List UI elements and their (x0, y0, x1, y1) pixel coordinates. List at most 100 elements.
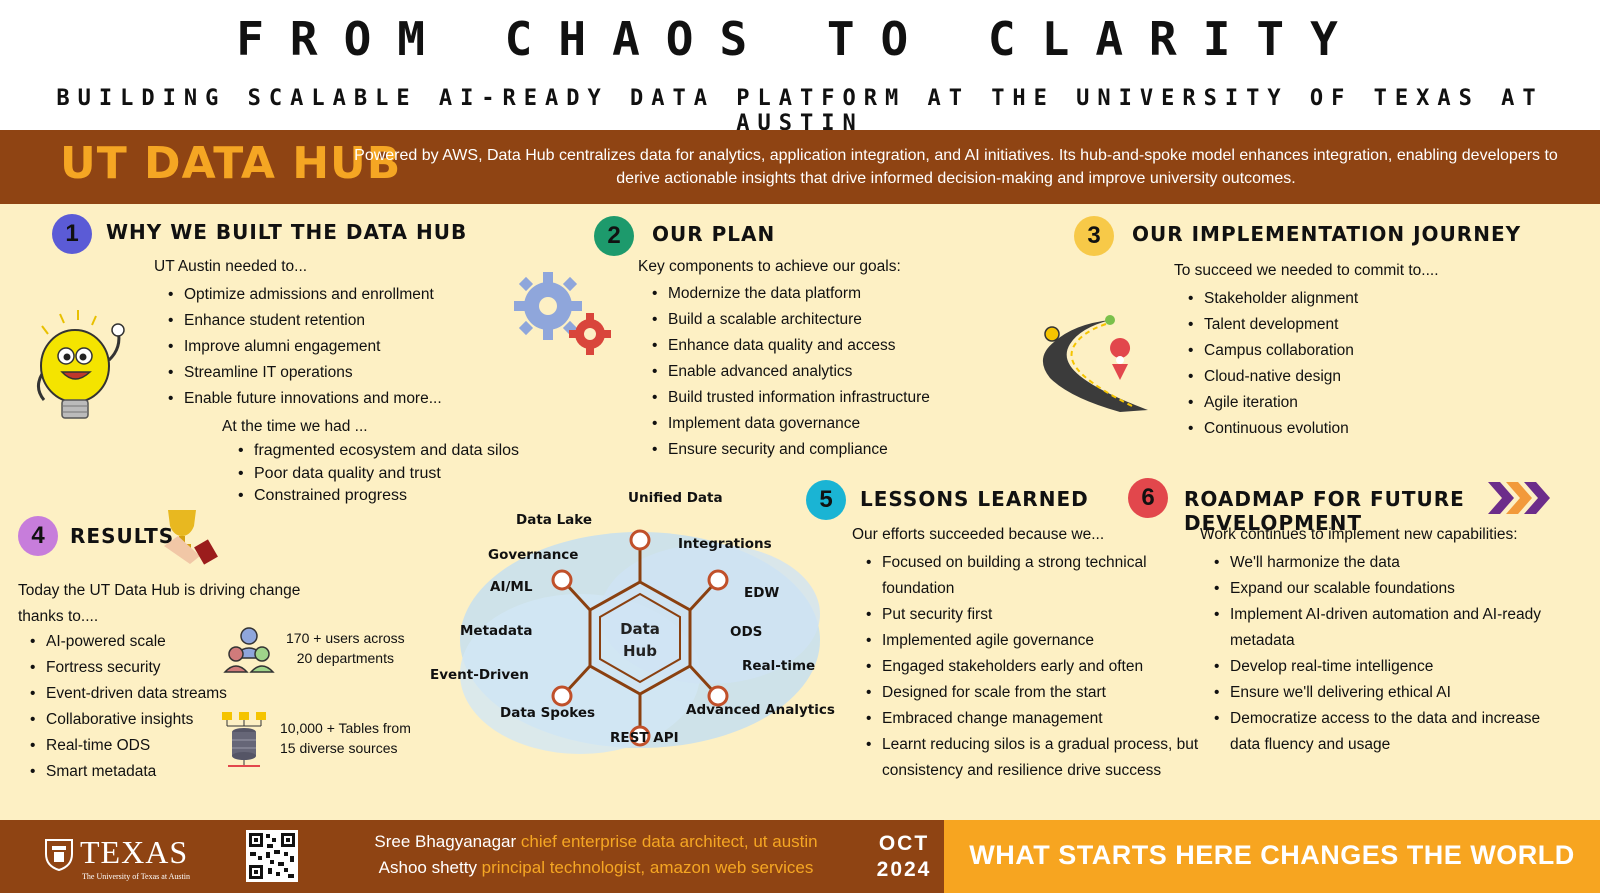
sub-title: BUILDING SCALABLE AI-READY DATA PLATFORM… (56, 86, 1544, 136)
list-item: Enhance data quality and access (652, 333, 930, 359)
main-title: FROM CHAOS TO CLARITY (236, 12, 1364, 66)
section-6-list: We'll harmonize the data Expand our scal… (1214, 550, 1554, 758)
section-6-number: 6 (1128, 478, 1168, 518)
hub-label-event: Event-Driven (430, 667, 529, 683)
hub-label-rest: REST API (610, 730, 679, 746)
hub-banner: UT DATA HUB Powered by AWS, Data Hub cen… (0, 130, 1600, 204)
date-year: 2024 (876, 858, 932, 881)
section-5-number: 5 (806, 480, 846, 520)
slogan: WHAT STARTS HERE CHANGES THE WORLD (969, 840, 1575, 870)
list-item: Develop real-time intelligence (1214, 654, 1554, 680)
list-item: Real-time ODS (30, 733, 227, 759)
header: FROM CHAOS TO CLARITY BUILDING SCALABLE … (0, 0, 1600, 136)
list-item: fragmented ecosystem and data silos (238, 440, 519, 463)
list-item: Implement AI-driven automation and AI-re… (1214, 602, 1554, 654)
tables-stat: 10,000 + Tables from 15 diverse sources (280, 720, 411, 756)
section-1-intro: UT Austin needed to... (154, 258, 308, 275)
section-3-intro: To succeed we needed to commit to.... (1174, 262, 1439, 279)
hub-title: UT DATA HUB (60, 138, 402, 189)
users-icon (223, 627, 275, 673)
list-item: Learnt reducing silos is a gradual proce… (866, 732, 1202, 784)
list-item: Focused on building a strong technical f… (866, 550, 1202, 602)
list-item: Talent development (1188, 312, 1358, 338)
hub-label-integrations: Integrations (678, 536, 772, 552)
list-item: AI-powered scale (30, 629, 227, 655)
hub-center-line2: Hub (623, 642, 657, 660)
hub-label-aiml: AI/ML (490, 579, 533, 595)
section-2-list: Modernize the data platform Build a scal… (652, 281, 930, 463)
section-4-intro: Today the UT Data Hub is driving change … (18, 582, 301, 625)
list-item: Engaged stakeholders early and often (866, 654, 1202, 680)
trophy-icon (164, 510, 218, 565)
gears-icon (514, 272, 611, 355)
list-item: Continuous evolution (1188, 416, 1358, 442)
section-1-title: WHY WE BUILT THE DATA HUB (106, 220, 468, 244)
section-5-title: LESSONS LEARNED (860, 487, 1089, 511)
list-item: Smart metadata (30, 759, 227, 785)
date-month: OCT (878, 832, 930, 855)
author-1: Sree Bhagyanagar chief enterprise data a… (374, 832, 818, 851)
list-item: Embraced change management (866, 706, 1202, 732)
list-item: Implemented agile governance (866, 628, 1202, 654)
section-5-list: Focused on building a strong technical f… (866, 550, 1202, 784)
section-4-number: 4 (18, 516, 58, 556)
section-2-title: OUR PLAN (652, 222, 776, 246)
section-2-intro: Key components to achieve our goals: (638, 258, 901, 275)
list-item: Ensure we'll delivering ethical AI (1214, 680, 1554, 706)
texas-logo-text: TEXAS (80, 834, 189, 870)
list-item: Event-driven data streams (30, 681, 227, 707)
list-item: Implement data governance (652, 411, 930, 437)
section-3-title: OUR IMPLEMENTATION JOURNEY (1132, 222, 1522, 246)
list-item: Agile iteration (1188, 390, 1358, 416)
list-item: Enable advanced analytics (652, 359, 930, 385)
list-item: Put security first (866, 602, 1202, 628)
list-item: Optimize admissions and enrollment (168, 282, 442, 308)
list-item: Streamline IT operations (168, 360, 442, 386)
list-item: Enhance student retention (168, 308, 442, 334)
hub-label-ods: ODS (730, 624, 763, 640)
list-item: Designed for scale from the start (866, 680, 1202, 706)
hub-label-edw: EDW (744, 585, 780, 601)
hub-label-unified: Unified Data (628, 490, 723, 506)
hub-label-analytics: Advanced Analytics (686, 702, 835, 718)
hub-label-spokes: Data Spokes (500, 705, 596, 721)
content-area: 1 WHY WE BUILT THE DATA HUB UT Austin ne… (0, 204, 1600, 820)
list-item: Modernize the data platform (652, 281, 930, 307)
list-item: Campus collaboration (1188, 338, 1358, 364)
texas-logo-subtext: The University of Texas at Austin (82, 872, 190, 881)
ut-shield-icon (45, 839, 73, 872)
hub-diagram: Data Hub (460, 529, 820, 754)
section-3-number: 3 (1074, 216, 1114, 256)
qr-code-icon[interactable] (246, 830, 298, 882)
slogan-panel: WHAT STARTS HERE CHANGES THE WORLD (944, 820, 1600, 893)
users-stat: 170 + users across 20 departments (286, 630, 405, 666)
list-item: We'll harmonize the data (1214, 550, 1554, 576)
section-4-title: RESULTS (70, 524, 175, 548)
section-6-intro: Work continues to implement new capabili… (1200, 526, 1518, 543)
section-5-intro: Our efforts succeeded because we... (852, 526, 1105, 543)
list-item: Stakeholder alignment (1188, 286, 1358, 312)
list-item: Improve alumni engagement (168, 334, 442, 360)
list-item: Ensure security and compliance (652, 437, 930, 463)
hub-center-line1: Data (620, 620, 660, 638)
list-item: Fortress security (30, 655, 227, 681)
lightbulb-icon (37, 310, 125, 419)
section-1-intro-2: At the time we had ... (222, 418, 368, 435)
footer: TEXAS The University of Texas at Austin … (0, 820, 1600, 893)
hub-label-lake: Data Lake (516, 512, 593, 528)
database-icon (222, 712, 266, 767)
section-1-number: 1 (52, 214, 92, 254)
section-6-title: ROADMAP FOR FUTURE DEVELOPMENT (1184, 487, 1465, 535)
chevrons-icon (1488, 482, 1550, 514)
section-2-number: 2 (594, 216, 634, 256)
list-item: Expand our scalable foundations (1214, 576, 1554, 602)
list-item: Build trusted information infrastructure (652, 385, 930, 411)
list-item: Build a scalable architecture (652, 307, 930, 333)
list-item: Democratize access to the data and incre… (1214, 706, 1554, 758)
list-item: Poor data quality and trust (238, 463, 519, 486)
hub-description: Powered by AWS, Data Hub centralizes dat… (354, 147, 1558, 187)
list-item: Constrained progress (238, 485, 519, 508)
section-3-list: Stakeholder alignment Talent development… (1188, 286, 1358, 442)
road-icon (1042, 315, 1148, 412)
hub-label-realtime: Real-time (742, 658, 816, 674)
